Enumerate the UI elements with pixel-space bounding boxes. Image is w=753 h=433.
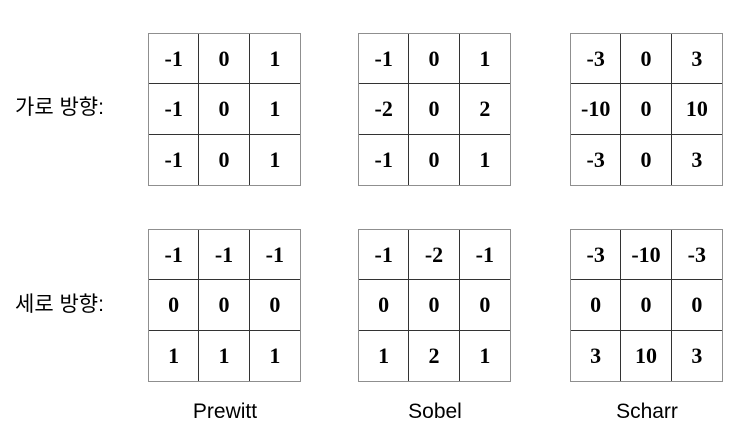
kernel-cell: -1 [249,230,300,281]
kernel-cell: 2 [459,84,510,135]
kernel-name-scharr: Scharr [616,400,678,423]
kernel-cell: 0 [359,280,410,331]
kernel-name-sobel: Sobel [408,400,462,423]
kernel-cell: -1 [359,134,410,185]
row-label-horizontal-direction: 가로 방향: [15,96,104,119]
kernel-cell: 1 [249,34,300,85]
kernel-cell: -1 [459,230,510,281]
kernel-cell: -1 [199,230,250,281]
kernel-cell: 1 [359,330,410,381]
kernel-cell: 0 [409,280,460,331]
kernel-cell: 1 [269,146,281,172]
kernel-cell: 10 [621,330,672,381]
kernel-cell: 1 [479,146,491,172]
kernel-cell: -2 [359,84,410,135]
kernel-cell: -10 [621,230,672,281]
kernel-cell: 3 [671,34,722,85]
kernel-cell: -3 [571,34,622,85]
kernel-cell: 0 [149,280,200,331]
kernel-cell: -1 [149,230,200,281]
kernel-cell: 0 [459,280,510,331]
kernel-cell: -2 [409,230,460,281]
kernel-cell: 0 [249,280,300,331]
row-label-vertical-direction: 세로 방향: [15,293,104,316]
kernel-cell: 0 [409,134,460,185]
kernel-cell: -1 [149,34,200,85]
kernel-cell: -1 [359,34,410,85]
kernel-cell: 0 [621,84,672,135]
kernel-cell: -3 [671,230,722,281]
kernel-cell: 1 [199,330,250,381]
kernel-cell: 1 [269,342,281,368]
kernel-cell: 1 [249,84,300,135]
kernel-cell: 0 [621,34,672,85]
kernel-cell: 0 [621,280,672,331]
kernel-cell: 0 [199,280,250,331]
kernel-cell: 3 [691,146,703,172]
kernel-cell: 0 [199,34,250,85]
kernel-cell: 1 [479,342,491,368]
kernel-cell: 3 [691,342,703,368]
kernel-cell: 0 [621,134,672,185]
kernel-cell: -10 [571,84,622,135]
kernel-cell: -1 [359,230,410,281]
kernel-cell: 2 [409,330,460,381]
kernel-cell: 0 [409,34,460,85]
kernel-cell: 10 [671,84,722,135]
kernel-cell: 0 [199,134,250,185]
kernel-cell: -3 [571,230,622,281]
kernel-cell: 0 [671,280,722,331]
kernel-cell: 3 [571,330,622,381]
kernel-cell: -1 [149,134,200,185]
kernel-cell: -3 [571,134,622,185]
kernel-cell: -1 [149,84,200,135]
kernel-name-prewitt: Prewitt [192,400,258,423]
kernel-cell: 0 [199,84,250,135]
kernel-cell: 1 [459,34,510,85]
kernel-cell: 0 [571,280,622,331]
kernel-cell: 0 [409,84,460,135]
kernel-cell: 1 [149,330,200,381]
